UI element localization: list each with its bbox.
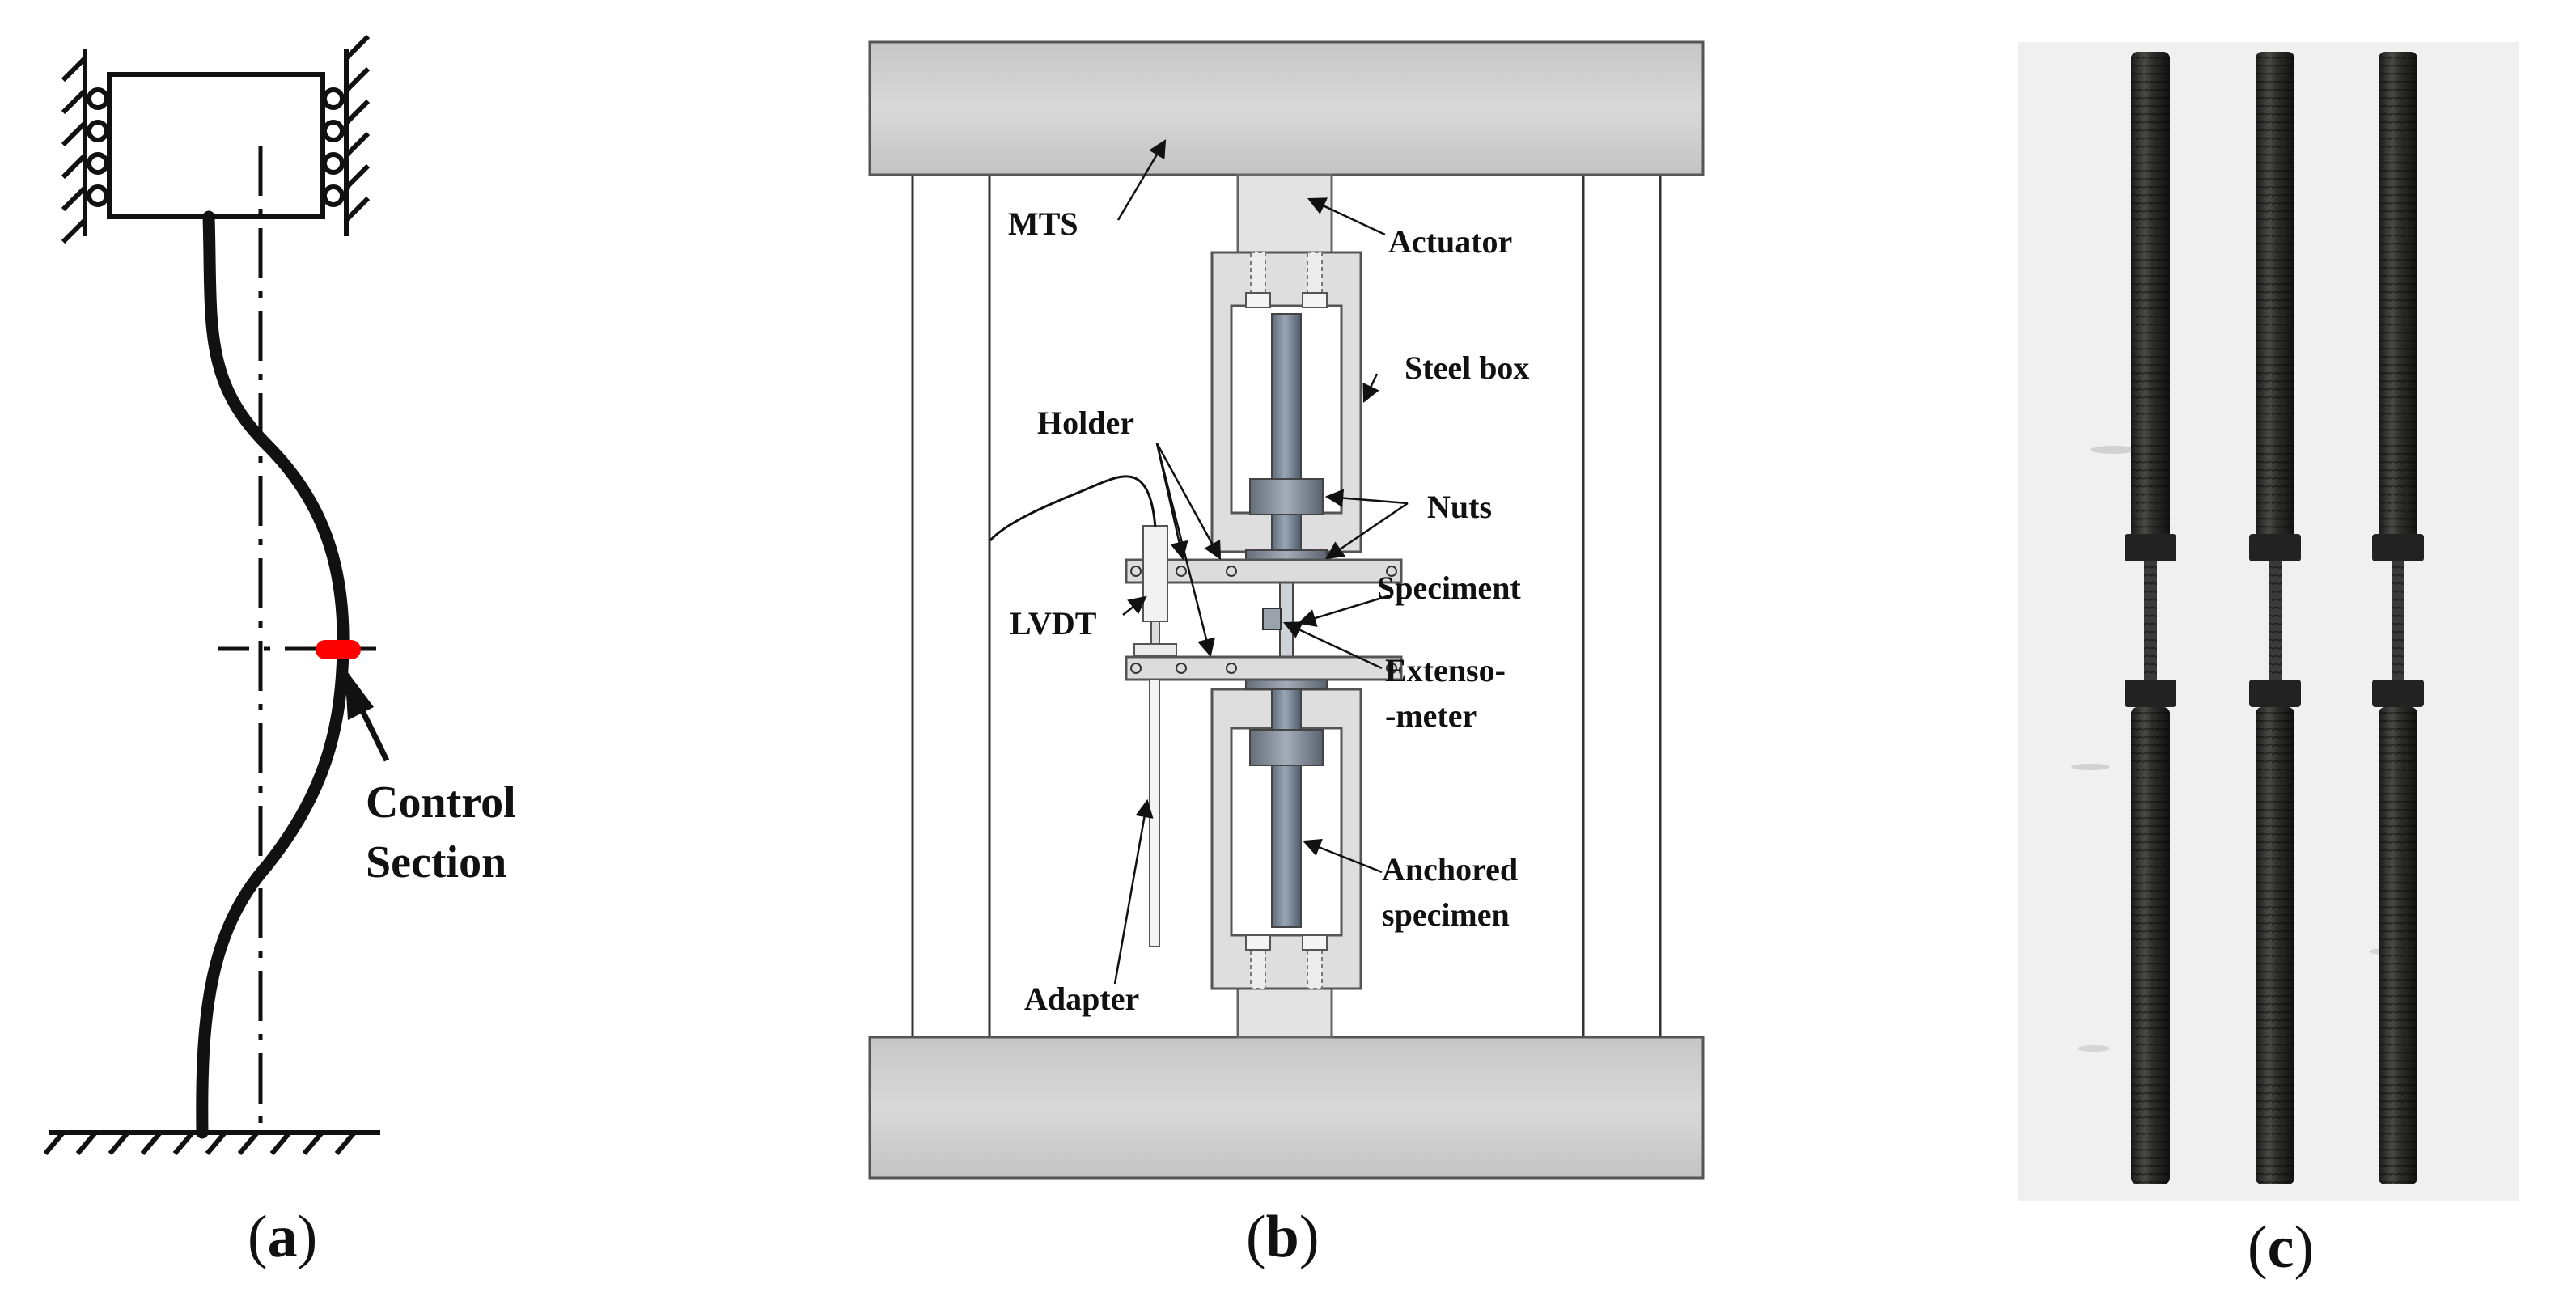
label-extenso-line2: -meter	[1385, 697, 1477, 734]
actuator	[1236, 173, 1333, 254]
top-crosshead	[868, 40, 1705, 176]
label-adapter: Adapter	[1024, 981, 1139, 1017]
control-section-arrow-head	[345, 668, 374, 720]
panel-c-photo: (c)	[2018, 42, 2519, 1281]
upper-nut	[1249, 478, 1324, 515]
bottom-pedestal	[1236, 987, 1333, 1039]
lvdt-core	[1150, 621, 1160, 658]
upper-holder	[1125, 558, 1403, 584]
label-actuator: Actuator	[1388, 223, 1512, 260]
upper-anchored-rod	[1271, 313, 1302, 564]
panel-a: Control Section (a)	[43, 34, 516, 1270]
top-block	[107, 72, 325, 219]
label-mts: MTS	[1008, 205, 1078, 242]
photo-rod-2	[2249, 52, 2301, 1184]
lower-anchored-rod	[1271, 661, 1302, 928]
photo-rod-1	[2125, 52, 2176, 1184]
panel-c-caption: (c)	[2248, 1214, 2314, 1281]
lower-nut	[1249, 729, 1324, 766]
panel-a-caption: (a)	[248, 1204, 317, 1270]
label-holder: Holder	[1037, 405, 1134, 441]
control-section-marker	[316, 640, 361, 659]
label-steel-box: Steel box	[1405, 349, 1529, 386]
adapter-rod	[1149, 679, 1160, 947]
label-speciment: Speciment	[1377, 570, 1521, 606]
panel-b-caption: (b)	[1246, 1204, 1319, 1270]
lvdt-cable	[989, 475, 1157, 542]
leader-lines	[1113, 139, 1409, 985]
lvdt-body	[1142, 525, 1168, 622]
photo-rod-3	[2372, 52, 2424, 1184]
left-column	[911, 173, 991, 1039]
adapter-plate	[1133, 643, 1177, 656]
right-column	[1582, 173, 1662, 1039]
label-anchored-line2: specimen	[1382, 896, 1510, 933]
label-nuts: Nuts	[1427, 489, 1492, 525]
label-lvdt: LVDT	[1010, 605, 1097, 642]
control-section-label-line1: Control	[366, 777, 516, 828]
bottom-crosshead	[868, 1036, 1705, 1180]
label-anchored-line1: Anchored	[1382, 851, 1518, 887]
buckled-bar	[196, 210, 350, 1139]
left-wall-support	[61, 49, 109, 244]
extensometer	[1262, 608, 1282, 630]
lower-holder	[1125, 655, 1403, 681]
ground-support	[43, 1130, 380, 1155]
right-wall-support	[322, 34, 371, 236]
specimen-rod	[1279, 582, 1294, 658]
panel-b: MTS Actuator Steel box Holder Nuts Speci…	[868, 40, 1705, 1270]
label-extenso-line1: Extenso-	[1385, 652, 1506, 688]
control-section-label-line2: Section	[366, 837, 506, 887]
